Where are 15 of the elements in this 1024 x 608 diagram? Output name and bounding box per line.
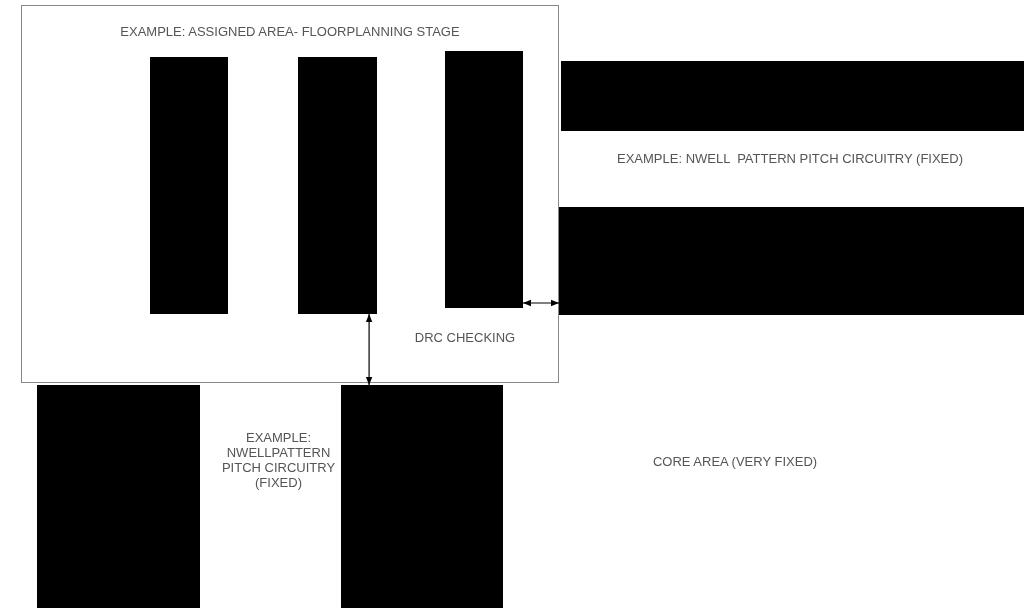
core-area-label: CORE AREA (VERY FIXED): [651, 454, 819, 469]
layout-bar: [298, 57, 377, 314]
layout-bar: [561, 61, 1024, 131]
assigned-area-box: [21, 5, 559, 383]
layout-bar: [445, 51, 523, 308]
double-arrow: [522, 299, 560, 307]
pitch-label: EXAMPLE: NWELL PATTERN PITCH CIRCUITRY (FIXED): [616, 151, 964, 166]
pitch-label: EXAMPLE: NWELLPATTERN PITCH CIRCUITRY (FIXED): [221, 430, 336, 490]
layout-bar: [150, 57, 228, 314]
layout-bar: [559, 207, 1024, 315]
double-arrow: [365, 313, 373, 386]
layout-bar: [37, 385, 200, 608]
layout-bar: [341, 385, 503, 608]
drc-label: DRC CHECKING: [413, 330, 517, 345]
area-heading: EXAMPLE: ASSIGNED AREA- FLOORPLANNING STAGE: [119, 24, 461, 39]
